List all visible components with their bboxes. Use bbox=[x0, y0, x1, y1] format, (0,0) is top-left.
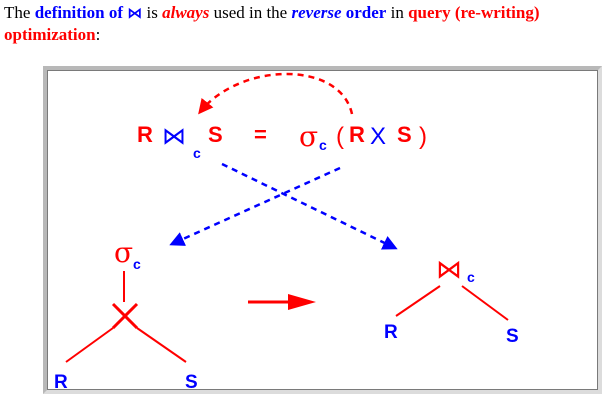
equation-open-paren: ( bbox=[336, 123, 344, 150]
right-tree-edge-s bbox=[461, 285, 509, 321]
caption-reverse: reverse bbox=[291, 3, 342, 22]
caption-text-1: The bbox=[4, 3, 35, 22]
left-tree-edge-s bbox=[136, 327, 187, 363]
right-tree-s: S bbox=[506, 326, 519, 347]
right-tree-join-symbol: ⋈ bbox=[436, 255, 462, 285]
caption-text-3: used in the bbox=[209, 3, 292, 22]
caption-order: order bbox=[341, 3, 387, 22]
left-tree-sigma: σ bbox=[114, 236, 133, 269]
equation-s2: S bbox=[397, 122, 412, 147]
caption: The definition of ⋈ is always used in th… bbox=[4, 2, 608, 46]
caption-query-optimization: query (re-writing) optimization bbox=[4, 3, 540, 44]
equation-s: S bbox=[208, 122, 223, 147]
caption-text-5: : bbox=[95, 25, 101, 44]
caption-text-4: in bbox=[386, 3, 409, 22]
diagram-frame bbox=[43, 66, 602, 394]
equation-r: R bbox=[137, 122, 153, 147]
right-tree-r: R bbox=[384, 322, 398, 343]
equation-equals: = bbox=[254, 122, 267, 147]
diagram-frame-inner bbox=[47, 70, 598, 390]
equation-sigma-subscript: c bbox=[319, 137, 327, 153]
equation: R ⋈ c S = σ c ( R X S ) bbox=[137, 120, 427, 161]
left-tree: σ c R S bbox=[54, 236, 198, 393]
caption-text-2: is bbox=[142, 3, 163, 22]
left-tree-cross-stroke-b bbox=[111, 302, 139, 330]
left-tree-s: S bbox=[185, 372, 198, 393]
left-tree-edge-r bbox=[65, 327, 114, 363]
rewrite-curved-arrow bbox=[198, 72, 354, 115]
blue-arrow-to-right-tree bbox=[221, 162, 398, 250]
equation-r2: R bbox=[349, 122, 365, 147]
transform-arrow bbox=[248, 294, 316, 310]
right-tree-edge-r bbox=[395, 285, 441, 317]
caption-join-symbol: ⋈ bbox=[127, 4, 143, 22]
equation-close-paren: ) bbox=[419, 123, 427, 150]
equation-join-subscript: c bbox=[193, 145, 201, 161]
equation-cross: X bbox=[370, 123, 386, 150]
caption-definition-of: definition of bbox=[34, 3, 128, 22]
right-tree: ⋈ c R S bbox=[384, 255, 519, 347]
left-tree-r: R bbox=[54, 372, 68, 393]
equation-join-symbol: ⋈ bbox=[162, 122, 186, 150]
left-tree-sigma-subscript: c bbox=[133, 256, 141, 272]
blue-arrow-to-left-tree bbox=[169, 166, 341, 246]
transform-arrow-head bbox=[288, 294, 316, 310]
right-tree-join-subscript: c bbox=[467, 269, 475, 285]
equation-sigma: σ bbox=[299, 120, 318, 153]
caption-always: always bbox=[162, 3, 210, 22]
